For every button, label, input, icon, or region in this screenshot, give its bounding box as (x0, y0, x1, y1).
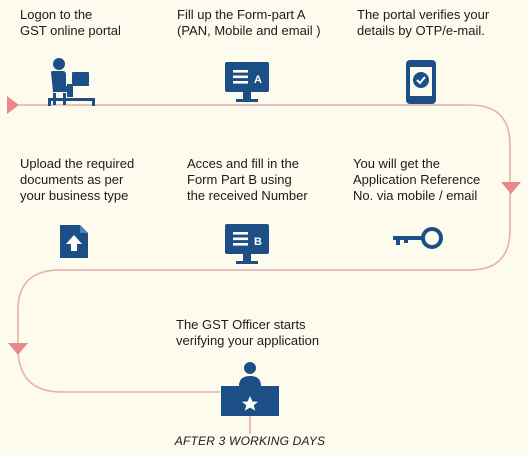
step-1-line-2: GST online portal (20, 23, 121, 38)
step-6-line-3: your business type (20, 188, 129, 203)
officer-at-desk-icon (221, 362, 279, 416)
step-5-line-2: Form Part B using (187, 172, 292, 187)
step-1-text: Logon to the GST online portal (20, 7, 121, 39)
monitor-form-b-badge: B (254, 236, 262, 248)
step-4-line-3: No. via mobile / email (353, 188, 478, 203)
step-7-text: The GST Officer starts verifying your ap… (176, 317, 319, 349)
phone-check-icon (406, 60, 436, 104)
step-4-line-2: Application Reference (353, 172, 481, 187)
upload-document-icon (60, 225, 88, 258)
flow-arrow-left-side (8, 343, 28, 355)
step-5-line-1: Acces and fill in the (187, 156, 300, 171)
step-1-line-1: Logon to the (20, 7, 93, 22)
step-3-line-1: The portal verifies your (357, 7, 490, 22)
step-4-line-1: You will get the (353, 156, 440, 171)
step-5-text: Acces and fill in the Form Part B using … (187, 156, 308, 204)
step-2-line-1: Fill up the Form-part A (177, 7, 306, 22)
flow-start-arrow (7, 96, 19, 114)
key-icon (393, 227, 443, 249)
step-2-line-2: (PAN, Mobile and email ) (177, 23, 321, 38)
step-7-line-1: The GST Officer starts (176, 317, 306, 332)
waiting-period-caption: AFTER 3 WORKING DAYS (174, 434, 326, 448)
monitor-form-a-icon: A (225, 62, 269, 102)
step-5-line-3: the received Number (187, 188, 308, 203)
step-6-text: Upload the required documents as per you… (20, 156, 134, 204)
step-7-line-2: verifying your application (176, 333, 320, 348)
step-6-line-2: documents as per (20, 172, 124, 187)
flow-arrow-right-side (501, 182, 521, 194)
step-6-line-1: Upload the required (20, 156, 135, 171)
step-3-text: The portal verifies your details by OTP/… (357, 7, 489, 39)
flow-connector-path (10, 104, 511, 393)
monitor-form-a-badge: A (254, 74, 262, 86)
monitor-form-b-icon: B (225, 224, 269, 264)
step-2-text: Fill up the Form-part A (PAN, Mobile and… (177, 7, 321, 39)
step-3-line-2: details by OTP/e-mail. (357, 23, 485, 38)
person-at-computer-icon (48, 58, 95, 106)
step-4-text: You will get the Application Reference N… (353, 156, 480, 204)
